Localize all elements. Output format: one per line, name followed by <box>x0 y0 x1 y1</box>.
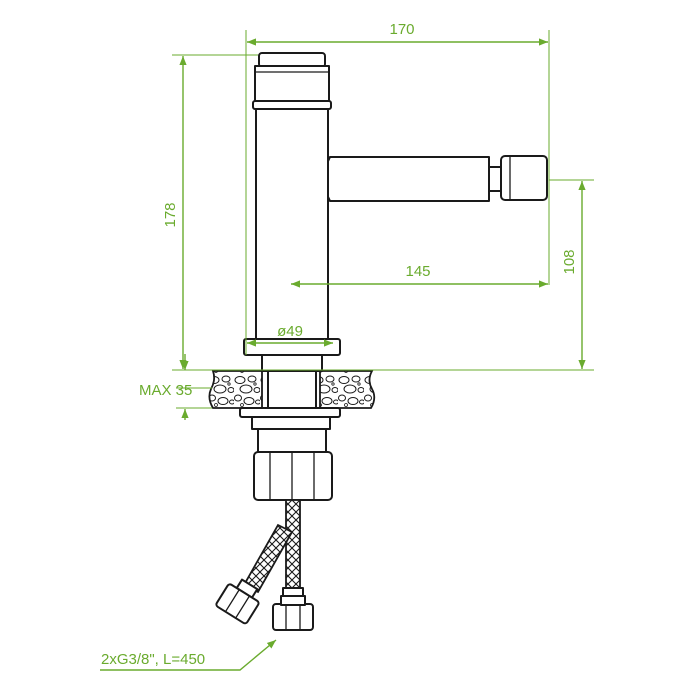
base-ring <box>243 338 341 356</box>
hose-nut-right <box>272 603 314 631</box>
dimension-lines <box>100 30 594 671</box>
mounting-plate <box>239 407 341 418</box>
label-total-width: 170 <box>389 21 414 38</box>
hose-nut-left <box>215 583 260 625</box>
hose-angled <box>242 523 294 594</box>
top-cap <box>252 52 332 110</box>
faucet <box>239 52 548 501</box>
label-hoses: 2xG3/8", L=450 <box>101 651 205 668</box>
label-spout-height: 108 <box>561 249 578 274</box>
countertop <box>208 370 376 409</box>
shank <box>267 370 317 409</box>
supply-hoses <box>215 499 314 631</box>
label-total-height: 178 <box>162 202 179 227</box>
countertop-left-section <box>208 370 263 409</box>
spout <box>323 155 548 202</box>
label-spout-reach: 145 <box>405 263 430 280</box>
hose-straight <box>285 499 301 591</box>
fixing-nut <box>253 451 333 501</box>
label-body-diameter: ø49 <box>277 323 303 340</box>
label-max-countertop: MAX 35 <box>139 382 192 399</box>
countertop-right-section <box>319 370 376 409</box>
faucet-body <box>255 106 329 340</box>
dimension-labels: 170 178 108 145 ø49 MAX 35 2xG3/8", L=45… <box>101 21 578 668</box>
